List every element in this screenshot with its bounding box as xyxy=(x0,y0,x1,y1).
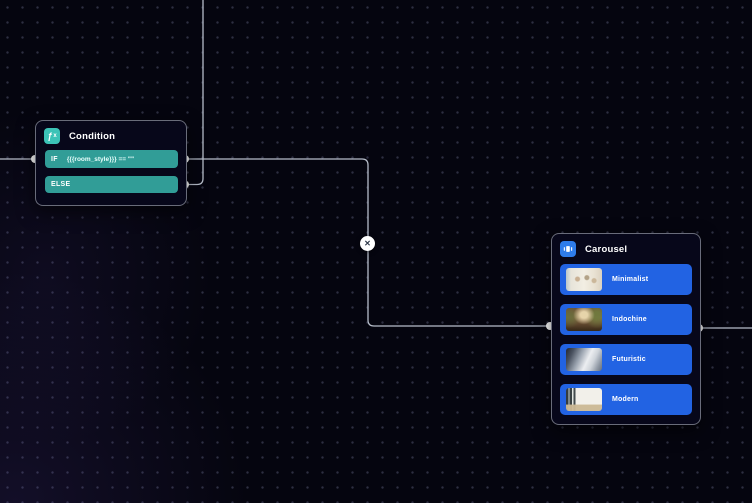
carousel-item-minimalist[interactable]: Minimalist xyxy=(560,264,692,295)
carousel-node[interactable]: Carousel Minimalist Indochine Futuristic… xyxy=(551,233,701,425)
edge-condition-else-to-top[interactable] xyxy=(185,0,204,186)
minimalist-room-thumbnail xyxy=(566,268,602,291)
carousel-item-label: Indochine xyxy=(612,316,647,323)
function-icon-f: ƒ xyxy=(47,131,53,141)
else-label: ELSE xyxy=(51,181,71,188)
carousel-item-futuristic[interactable]: Futuristic xyxy=(560,344,692,375)
carousel-items-list: Minimalist Indochine Futuristic Modern xyxy=(552,263,700,415)
if-label: IF xyxy=(51,155,58,163)
modern-room-thumbnail xyxy=(566,388,602,411)
indochine-room-thumbnail xyxy=(566,308,602,331)
if-expression: {{{room_style}}} == "" xyxy=(66,155,135,163)
carousel-item-label: Futuristic xyxy=(612,356,646,363)
carousel-node-header: Carousel xyxy=(552,234,700,263)
carousel-item-label: Minimalist xyxy=(612,276,649,283)
edge-delete-button[interactable]: ✕ xyxy=(360,236,375,251)
carousel-icon xyxy=(560,241,576,257)
carousel-node-title: Carousel xyxy=(585,243,628,255)
close-icon: ✕ xyxy=(364,238,371,248)
carousel-item-indochine[interactable]: Indochine xyxy=(560,304,692,335)
condition-else-block[interactable]: ELSE xyxy=(45,176,178,193)
carousel-item-modern[interactable]: Modern xyxy=(560,384,692,415)
condition-if-block[interactable]: IF {{{room_style}}} == "" xyxy=(45,150,178,168)
function-icon-sub: x xyxy=(53,133,57,139)
futuristic-room-thumbnail xyxy=(566,348,602,371)
carousel-item-label: Modern xyxy=(612,396,639,403)
condition-node-title: Condition xyxy=(69,130,116,142)
